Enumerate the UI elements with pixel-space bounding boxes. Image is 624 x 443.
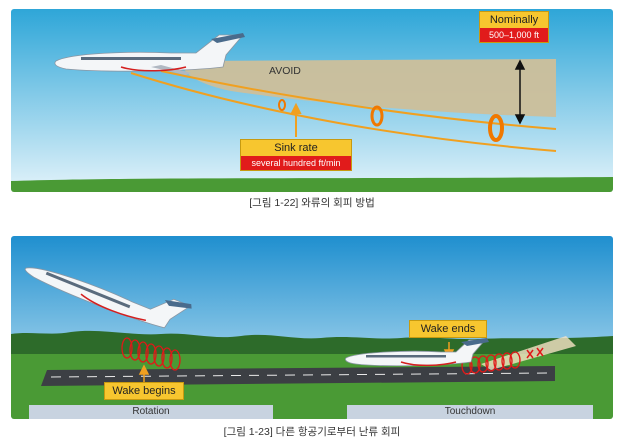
wake-turbulence-runway-diagram: Wake ends Wake begins Rotation Touchdown	[11, 236, 613, 419]
figure-caption-1-23: [그림 1-23] 다른 항공기로부터 난류 회피	[223, 426, 401, 438]
aircraft-icon	[54, 33, 245, 75]
vortex-spirals-takeoff	[121, 337, 181, 371]
phase-touchdown-label: Touchdown	[347, 405, 593, 419]
wake-begins-callout: Wake begins	[104, 382, 184, 400]
wake-ends-label: Wake ends	[420, 323, 476, 335]
nominally-callout: Nominally 500–1,000 ft	[479, 11, 549, 43]
landing-aircraft-icon	[345, 338, 489, 367]
avoid-label: AVOID	[269, 65, 301, 77]
x-marks	[526, 347, 544, 359]
sink-arrow	[290, 102, 302, 137]
wake-begins-label: Wake begins	[112, 385, 176, 397]
nominally-value: 500–1,000 ft	[480, 28, 548, 42]
ground	[11, 177, 613, 192]
runway	[41, 366, 555, 386]
sink-rate-title: Sink rate	[274, 142, 318, 154]
runway-illustration	[11, 236, 613, 419]
vortex-path-line	[160, 70, 557, 130]
takeoff-aircraft-icon	[24, 267, 192, 329]
sink-rate-callout: Sink rate several hundred ft/min	[240, 139, 352, 171]
wake-avoidance-diagram: AVOID Nominally 500–1,000 ft Sink rate s…	[11, 9, 613, 192]
separation-arrow	[514, 59, 526, 125]
nominally-title: Nominally	[489, 14, 539, 26]
phase-rotation-label: Rotation	[29, 405, 273, 419]
wake-ends-callout: Wake ends	[409, 320, 487, 338]
wake-begins-arrow	[138, 364, 150, 384]
sink-rate-value: several hundred ft/min	[241, 156, 351, 170]
figure-caption-1-22: [그림 1-22] 와류의 회피 방법	[249, 197, 375, 209]
vortex-path-line	[130, 72, 557, 152]
vortex-rings	[278, 99, 504, 142]
avoid-zone	[181, 59, 556, 117]
